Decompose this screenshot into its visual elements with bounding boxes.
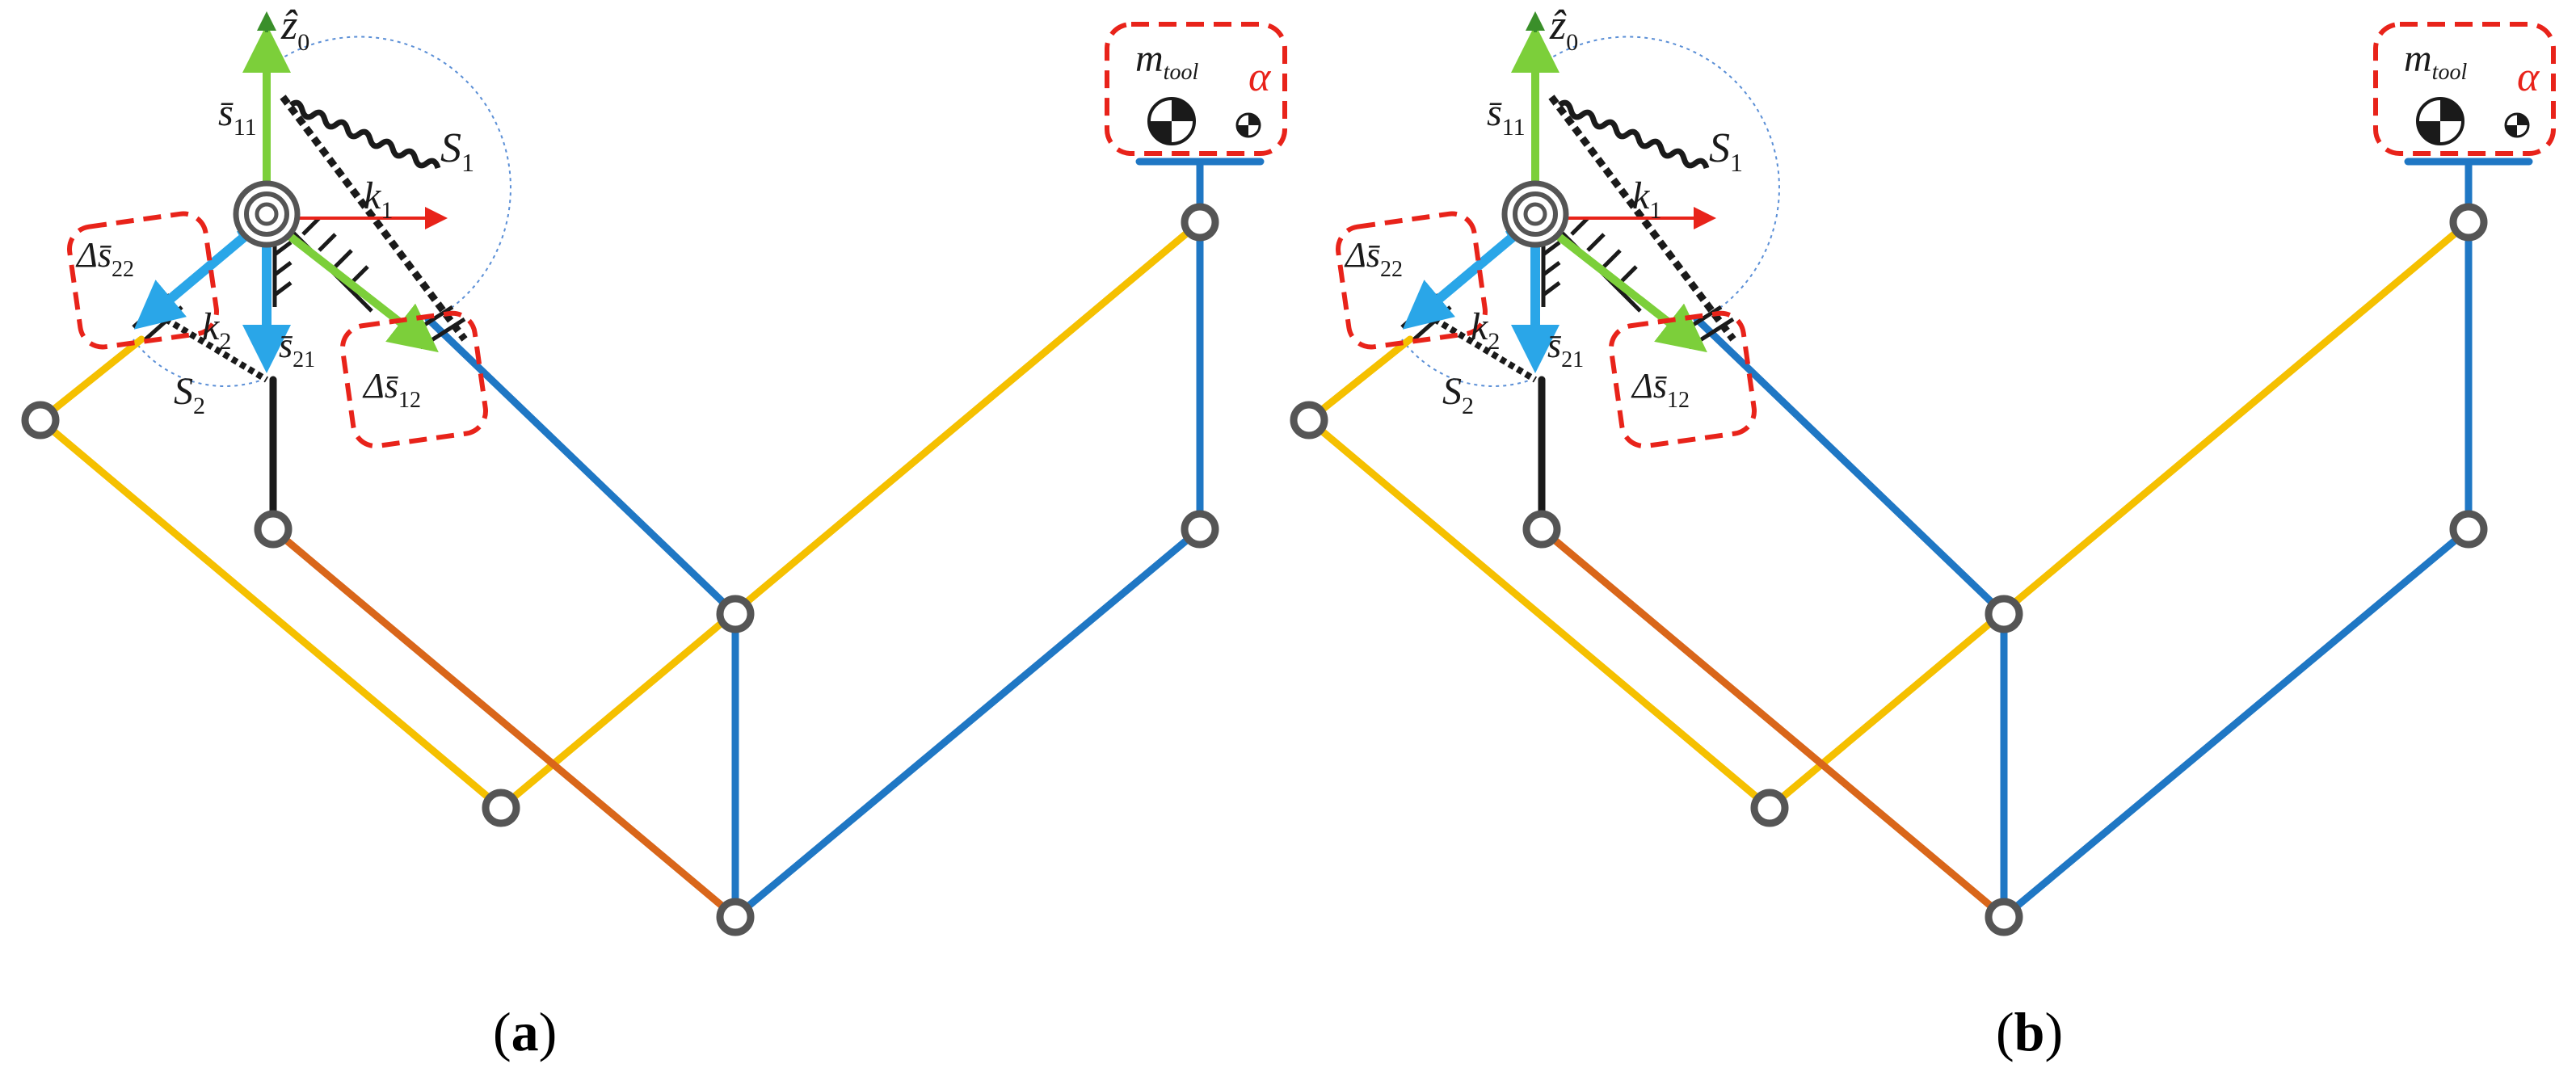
label-s21: s̄21 — [279, 326, 315, 372]
label-S2: S2 — [174, 370, 205, 419]
label-s21: s̄21 — [1547, 326, 1584, 372]
label-k2: k2 — [1471, 305, 1500, 355]
panel-b: ẑ0 s̄11 S1 k1 Δs̄22 k2 s̄21 Δs̄12 S2 mto… — [1294, 2, 2553, 1062]
label-alpha: α — [1248, 54, 1272, 100]
label-S1: S1 — [440, 125, 474, 177]
panel-a: ẑ0 s̄11 S1 k1 Δs̄22 k2 s̄21 Δs̄12 S2 mto… — [25, 2, 1285, 1062]
label-ds22: Δs̄22 — [1344, 235, 1403, 282]
label-s11: s̄11 — [218, 91, 257, 141]
label-mtool: mtool — [1135, 37, 1198, 85]
label-S1: S1 — [1709, 125, 1743, 177]
caption-b: (b) — [1996, 1001, 2063, 1062]
caption-a: (a) — [493, 1001, 557, 1062]
label-z0: ẑ0 — [280, 2, 309, 56]
mechanism-diagram-b — [1294, 15, 2553, 932]
label-S2: S2 — [1442, 370, 1474, 419]
label-k2: k2 — [202, 305, 231, 355]
label-ds22: Δs̄22 — [75, 235, 134, 282]
label-mtool: mtool — [2404, 37, 2467, 85]
label-ds12: Δs̄12 — [1631, 366, 1690, 413]
label-alpha: α — [2517, 54, 2540, 100]
mechanism-diagram-a — [25, 15, 1285, 932]
label-ds12: Δs̄12 — [362, 366, 421, 413]
label-z0: ẑ0 — [1549, 2, 1578, 56]
label-s11: s̄11 — [1487, 91, 1526, 141]
label-k1: k1 — [364, 175, 393, 224]
label-k1: k1 — [1632, 175, 1661, 224]
